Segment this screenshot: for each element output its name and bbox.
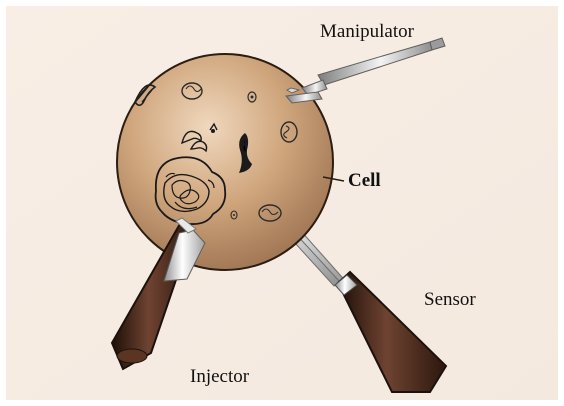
cell [117,54,333,270]
sensor-label: Sensor [424,290,476,309]
cell-label: Cell [348,171,381,190]
injector-label: Injector [190,367,249,386]
manipulator-label: Manipulator [320,22,414,41]
